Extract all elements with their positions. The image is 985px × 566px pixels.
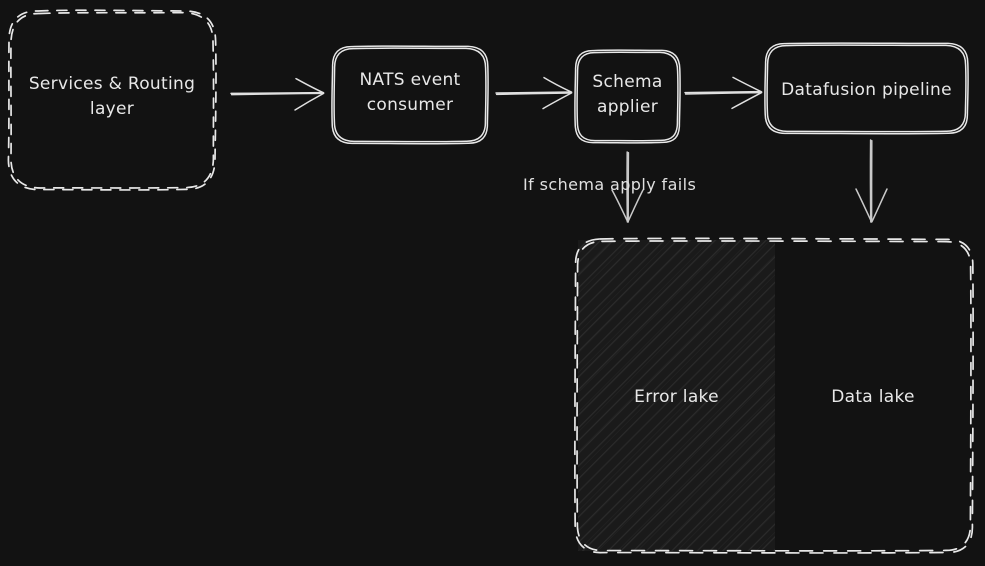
arrow-schema-to-error-lake (611, 151, 644, 223)
data-lake-region[interactable] (775, 240, 971, 551)
datafusion-pipeline-node[interactable] (765, 43, 968, 133)
nats-event-consumer-node[interactable] (332, 46, 488, 143)
edge-label-if-schema-apply-fails: If schema apply fails (523, 175, 697, 194)
error-lake-region[interactable] (578, 240, 775, 551)
arrow-services-to-nats (230, 77, 325, 111)
arrow-nats-to-schema (495, 76, 573, 110)
services-routing-layer-node[interactable] (8, 10, 216, 190)
schema-applier-node[interactable] (575, 50, 680, 143)
arrow-schema-to-datafusion (684, 76, 763, 110)
arrow-datafusion-to-data-lake (855, 139, 888, 223)
